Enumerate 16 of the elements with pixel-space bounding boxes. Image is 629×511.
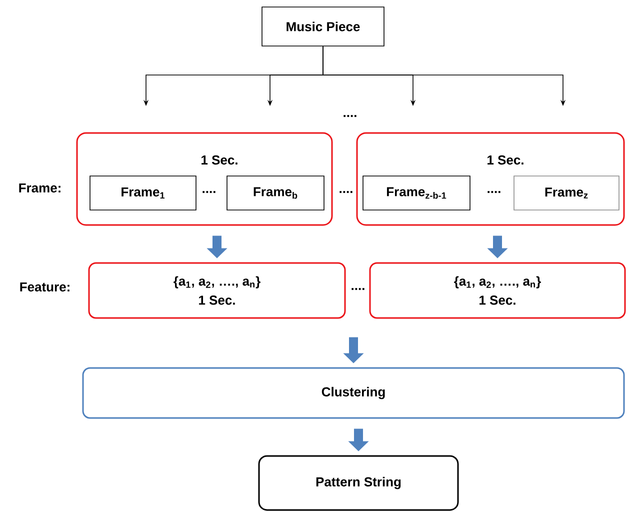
feature-box: {a$_{1}$, a$_{2}$, …., a$_{n}$} 1 Sec.	[88, 262, 346, 319]
row-label: Frame:	[19, 183, 60, 193]
frame-box: Frame$_{b}$	[226, 176, 324, 210]
row-label: Feature:	[20, 282, 70, 292]
frame-box: Frame$_{z-b-1}$	[362, 176, 470, 210]
ellipsis: ....	[344, 115, 356, 117]
process-box: Clustering	[82, 367, 625, 419]
frame-box: Frame$_{z}$	[514, 176, 620, 210]
ellipsis: ....	[488, 191, 500, 193]
ellipsis: ....	[202, 191, 216, 193]
feature-box: {a$_{1}$, a$_{2}$, …., a$_{n}$} 1 Sec.	[369, 262, 626, 319]
output-box: Pattern String	[258, 455, 459, 511]
frame-box: Frame$_{1}$	[90, 176, 196, 210]
frame-box: Music Piece	[262, 6, 384, 46]
ellipsis: ....	[352, 288, 364, 290]
ellipsis: ....	[340, 191, 352, 193]
